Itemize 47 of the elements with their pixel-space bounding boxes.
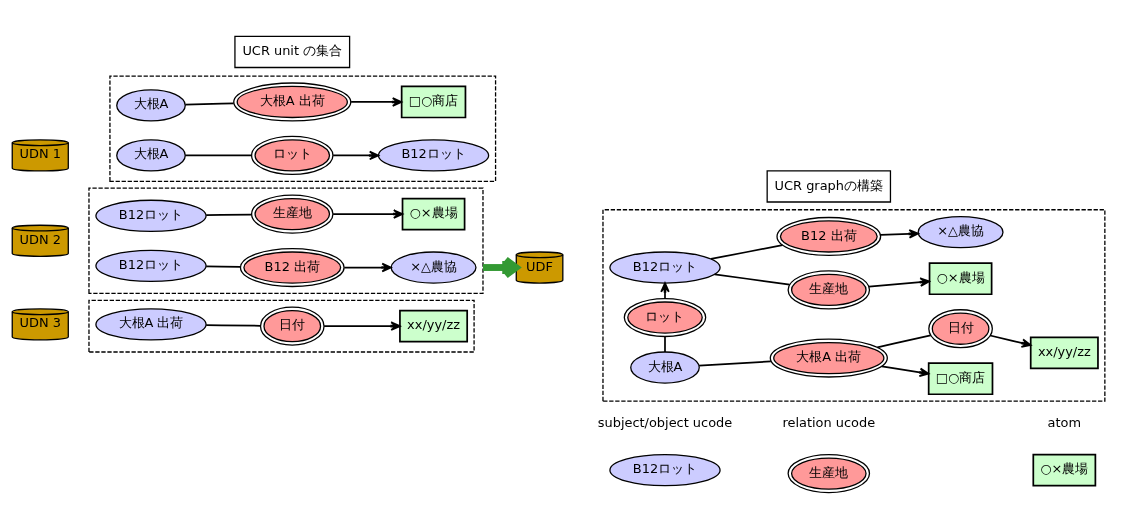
connector [713,272,791,285]
node-ellipse: B12ロット [95,199,207,232]
connector [710,243,784,260]
node-ellipse: ×△農協 [917,215,1004,248]
connector [698,360,772,366]
cluster [109,74,497,182]
arrow [989,334,1032,348]
node-ellipse: B12ロット [609,250,721,284]
cluster [88,187,484,294]
node-box: UCR unit の集合 [234,35,351,68]
node-ellipse: 大根A [630,350,700,384]
node-ellipse: ×△農協 [390,250,477,284]
arrow [880,364,930,377]
node-ellipse: 大根A [116,138,186,172]
node-box: ○×農場 [1032,453,1097,486]
node-label: subject/object ucode [597,414,733,430]
arrow [868,276,930,287]
cluster [88,299,475,353]
connector [205,323,262,327]
node-box: □○商店 [400,85,467,118]
node-box: xx/yy/zz [399,309,469,343]
connector [184,102,235,105]
connector [664,335,666,353]
arrow [343,262,392,272]
node-label: atom [1047,414,1082,430]
node-ellipse: B12ロット [377,138,490,172]
node-box: ○×農場 [928,261,993,295]
arrow [332,150,380,160]
arrow [350,96,403,107]
arrow [323,320,401,331]
node-box: xx/yy/zz [1029,336,1099,369]
arrow [879,228,919,239]
node-ellipse: B12ロット [95,249,207,282]
node-box: ○×農場 [401,197,466,230]
arrow [332,208,404,219]
node-ellipse: 大根A [116,88,186,122]
arrow [660,281,670,299]
connector [205,213,253,216]
connector [205,265,242,268]
node-label: relation ucode [782,414,876,430]
node-box: UCR graphの構築 [766,169,892,203]
connector [184,154,253,156]
node-box: □○商店 [927,361,994,395]
node-ellipse: 大根A 出荷 [95,307,207,341]
node-ellipse: B12ロット [609,453,721,486]
connector [876,333,932,348]
cluster [602,208,1106,402]
